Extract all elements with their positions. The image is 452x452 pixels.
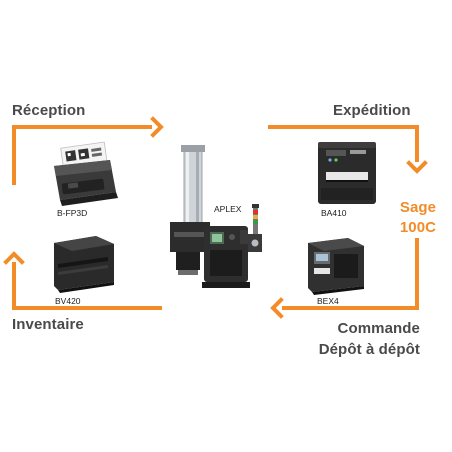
- sage-label: Sage 100C: [390, 198, 446, 238]
- commande-label: Commande Dépôt à dépôt: [319, 318, 420, 360]
- inventaire-arrow-line: [12, 262, 162, 310]
- reception-label: Réception: [12, 102, 86, 119]
- ba410-caption: BA410: [321, 208, 347, 218]
- sage-line1: Sage: [399, 199, 437, 216]
- reception-arrowhead: [150, 116, 164, 138]
- commande-line1: Commande: [337, 320, 420, 337]
- sage-line2: 100C: [399, 219, 437, 236]
- commande-arrow-line: [282, 238, 419, 310]
- aplex-caption: APLEX: [214, 204, 242, 214]
- expedition-arrow-line: [268, 125, 419, 162]
- commande-line2: Dépôt à dépôt: [318, 341, 420, 358]
- commande-arrowhead: [270, 297, 284, 319]
- inventaire-label: Inventaire: [12, 316, 84, 333]
- bv420-caption: BV420: [55, 296, 81, 306]
- reception-arrow-line: [12, 125, 152, 185]
- inventaire-arrowhead: [3, 251, 25, 265]
- expedition-arrowhead: [406, 160, 428, 174]
- bfp3d-caption: B-FP3D: [57, 208, 88, 218]
- bex4-caption: BEX4: [317, 296, 339, 306]
- expedition-label: Expédition: [333, 102, 411, 119]
